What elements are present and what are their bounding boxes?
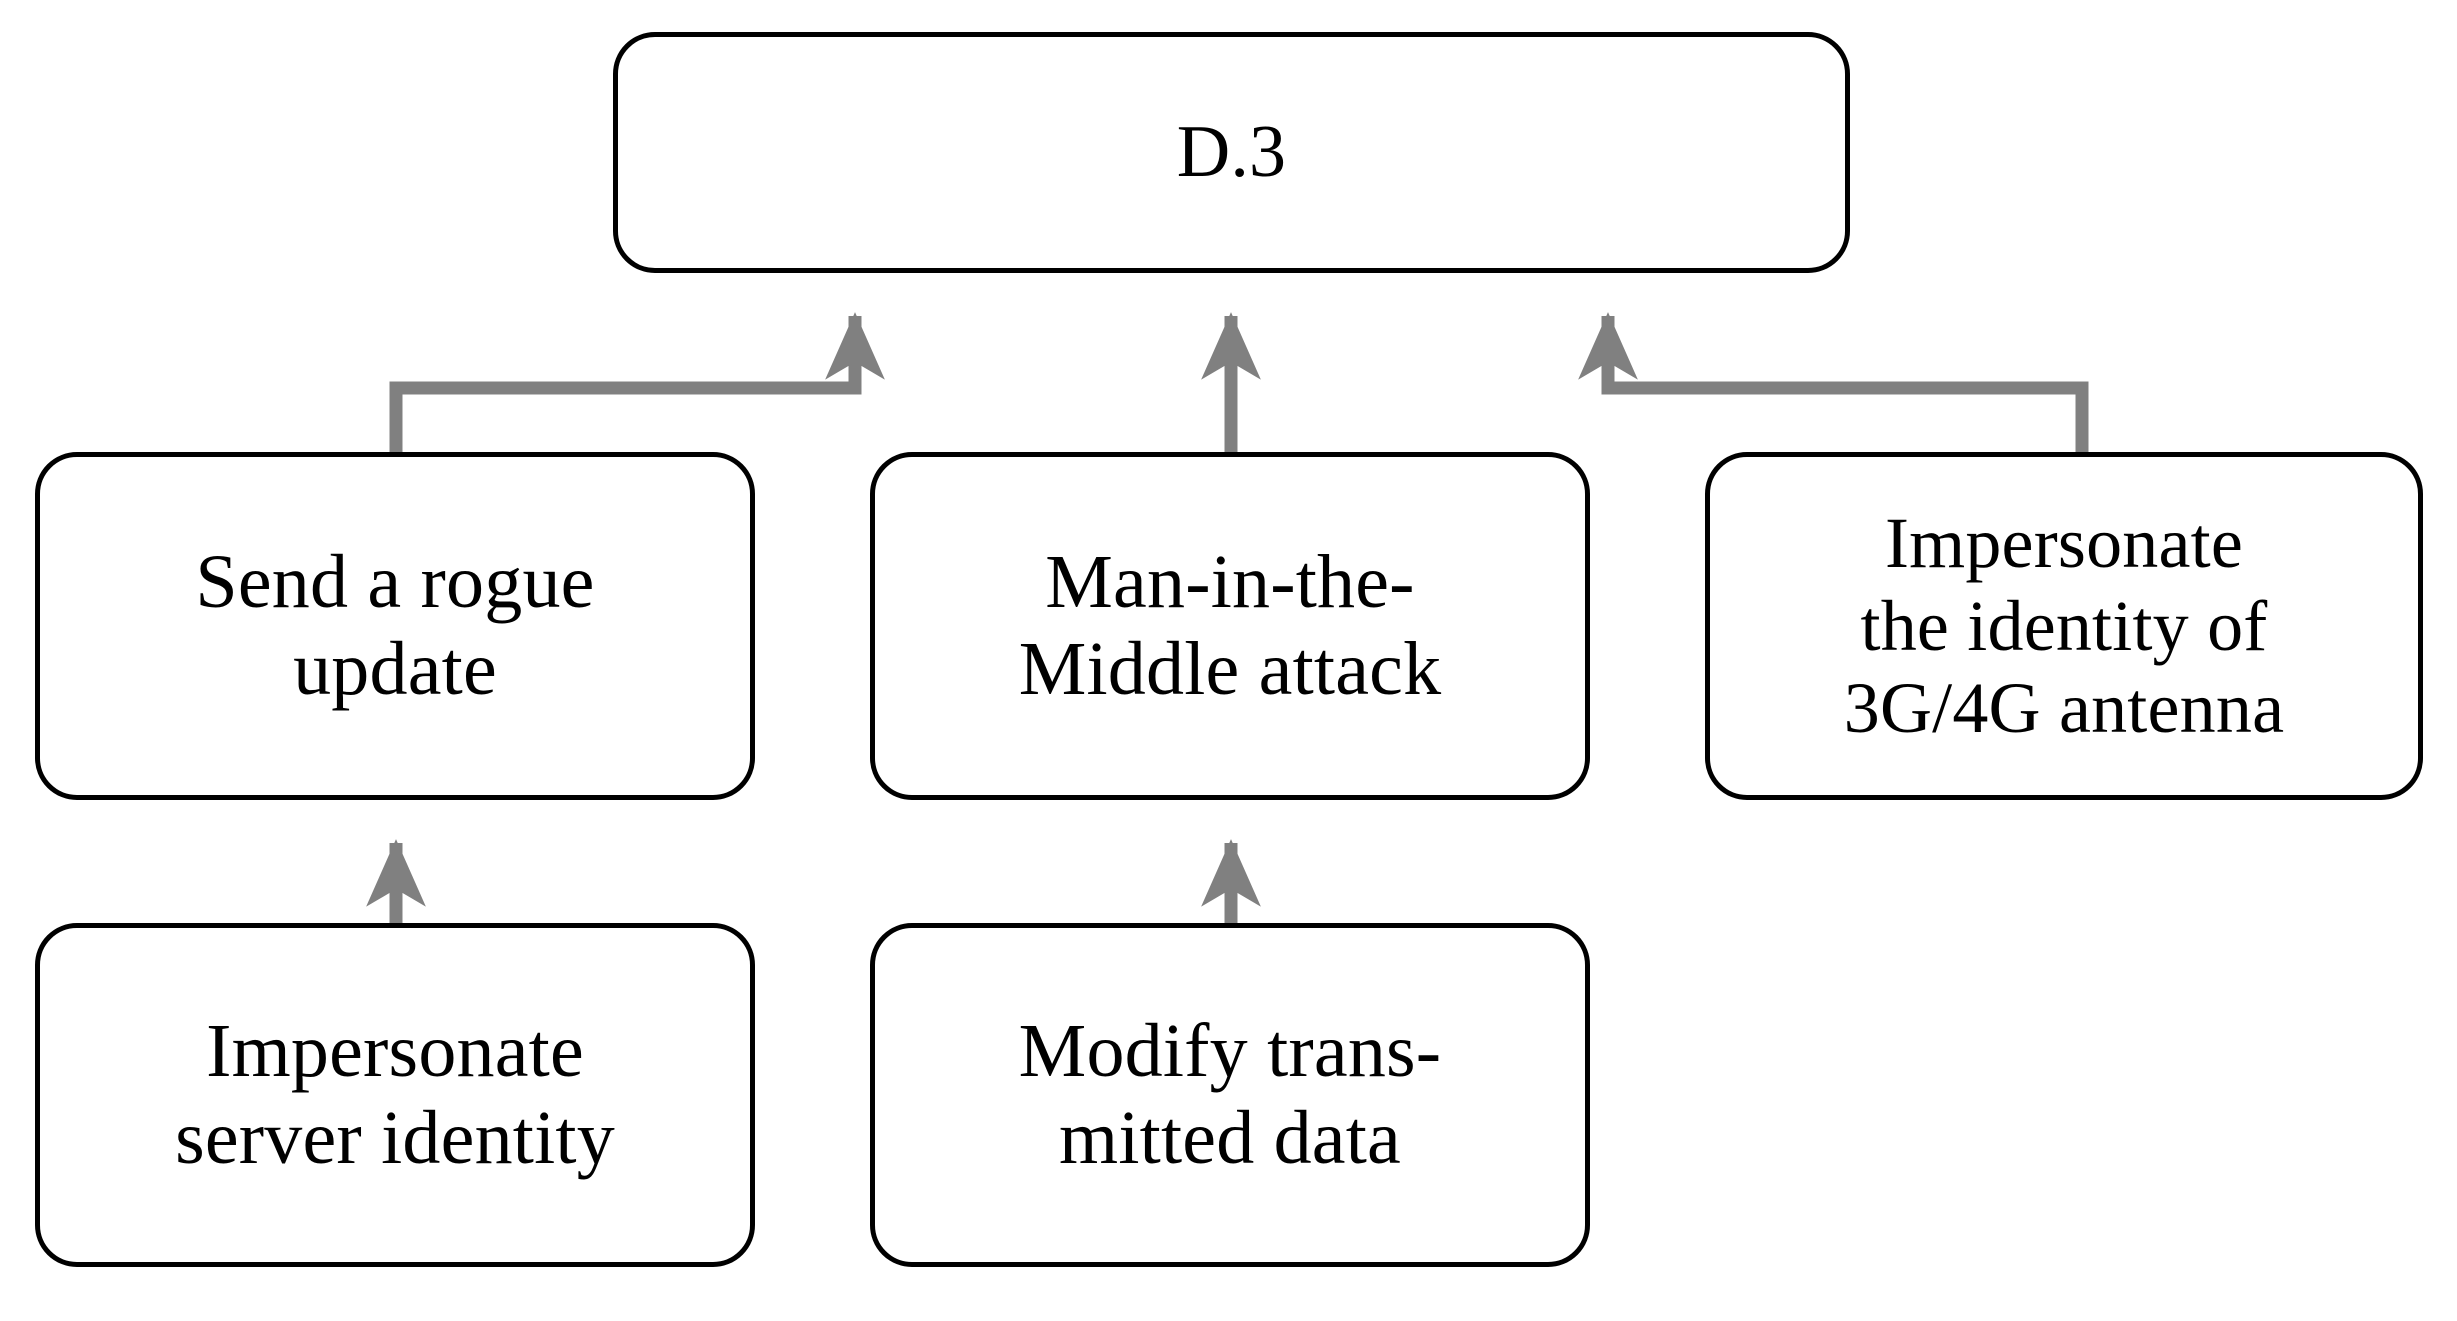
node-send-a-rogue-update[interactable]: Send a rogue update: [35, 452, 755, 800]
node-impersonate-server-identity-label: Impersonate server identity: [175, 1009, 615, 1180]
node-impersonate-the-identity-of-3g-4g-antenna[interactable]: Impersonate the identity of 3G/4G antenn…: [1705, 452, 2423, 800]
node-root-label: D.3: [1176, 111, 1287, 194]
node-send-a-rogue-update-label: Send a rogue update: [195, 540, 595, 711]
node-modify-transmitted-data[interactable]: Modify trans- mitted data: [870, 923, 1590, 1267]
node-root[interactable]: D.3: [613, 32, 1850, 273]
node-man-in-the-middle-attack-label: Man-in-the- Middle attack: [1018, 540, 1442, 711]
node-impersonate-server-identity[interactable]: Impersonate server identity: [35, 923, 755, 1267]
edge-rogue-update-to-root: [389, 312, 885, 452]
node-impersonate-the-identity-of-3g-4g-antenna-label: Impersonate the identity of 3G/4G antenn…: [1843, 502, 2285, 749]
node-modify-transmitted-data-label: Modify trans- mitted data: [1018, 1009, 1442, 1180]
edge-impersonate-antenna-to-root: [1578, 312, 2089, 452]
node-man-in-the-middle-attack[interactable]: Man-in-the- Middle attack: [870, 452, 1590, 800]
